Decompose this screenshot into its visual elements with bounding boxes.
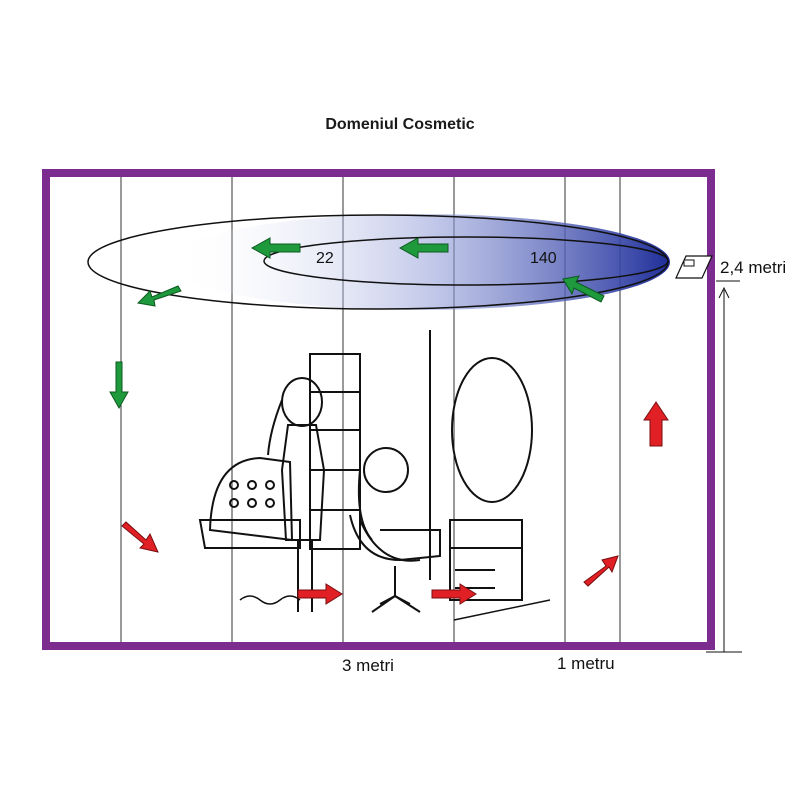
distance-label-far: 3 metri — [342, 656, 394, 675]
red-arrows — [121, 401, 669, 605]
airflow-zone — [170, 214, 670, 310]
salon-illustration — [198, 330, 551, 621]
red-arrow-3 — [121, 521, 159, 553]
inner-airflow-value: 22 — [316, 250, 334, 267]
room-frame — [42, 169, 715, 650]
green-arrow-5 — [109, 361, 129, 410]
green-arrow-4 — [136, 285, 182, 307]
outer-airflow-value: 140 — [530, 250, 557, 267]
red-arrow-1 — [643, 401, 669, 447]
red-arrow-5 — [431, 583, 477, 605]
diagram-title: Domeniul Cosmetic — [325, 116, 475, 133]
airflow-inner-ellipse — [263, 236, 669, 286]
red-arrow-2 — [583, 555, 619, 587]
green-arrow-1 — [250, 237, 301, 259]
green-arrows — [109, 237, 605, 410]
height-dimension-line — [706, 286, 742, 653]
mount-height-label: 2,4 metri — [720, 258, 787, 277]
distance-label-near: 1 metru — [557, 654, 615, 673]
green-arrow-3 — [562, 275, 605, 303]
ac-unit-icon — [675, 255, 740, 282]
green-arrow-2 — [398, 237, 449, 259]
red-arrow-4 — [297, 583, 343, 605]
